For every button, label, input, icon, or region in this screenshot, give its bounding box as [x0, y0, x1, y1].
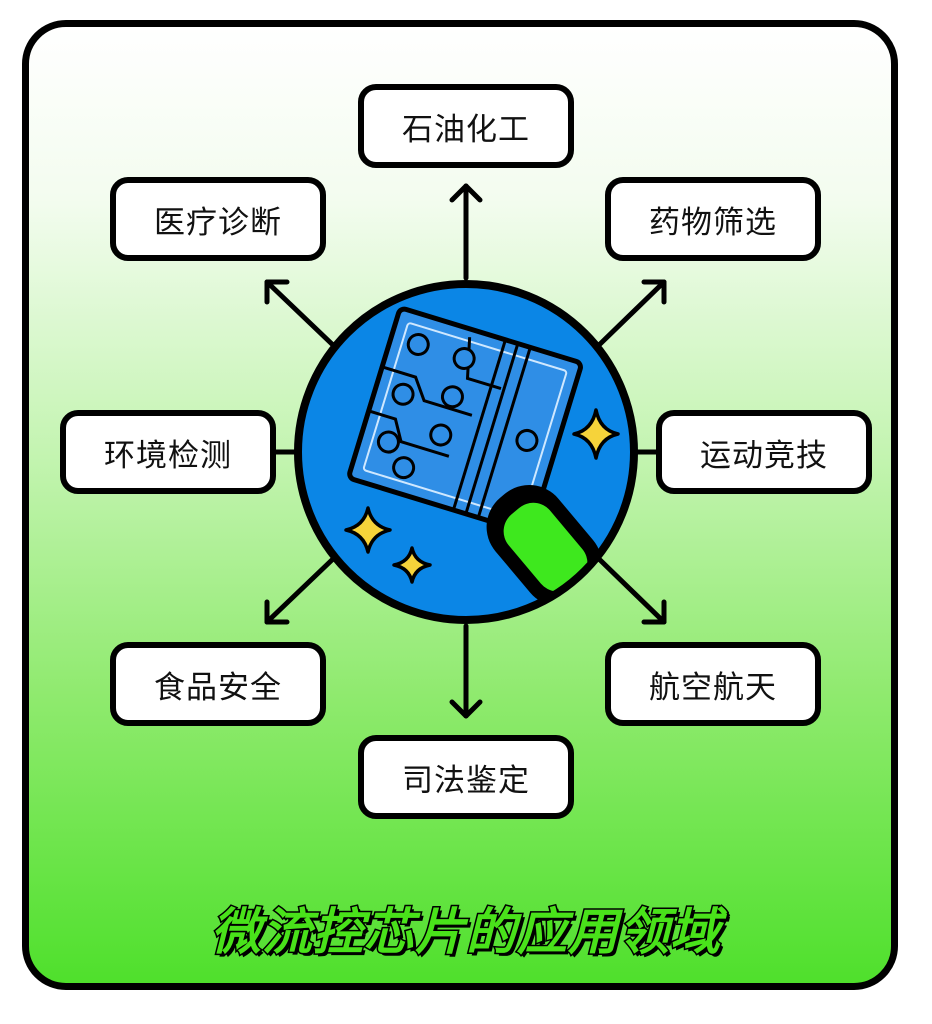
arrow-icon-bottom-right	[595, 555, 667, 625]
arrow-icon-bottom	[449, 623, 483, 719]
sparkle-icon	[344, 506, 392, 554]
node-left: 环境检测	[60, 410, 276, 494]
node-top-right: 药物筛选	[605, 177, 821, 261]
node-bottom-right: 航空航天	[605, 642, 821, 726]
arrow-icon-bottom-left	[264, 555, 337, 625]
sparkle-icon	[572, 408, 620, 460]
arrow-icon-top	[449, 183, 483, 281]
node-bottom: 司法鉴定	[358, 735, 574, 819]
node-top-left: 医疗诊断	[110, 177, 326, 261]
node-right: 运动竞技	[656, 410, 872, 494]
sparkle-icon	[392, 546, 432, 584]
diagram-title: 微流控芯片的应用领域	[210, 902, 722, 963]
arrow-icon-top-left	[264, 279, 337, 349]
microfluidic-chip-icon	[294, 280, 638, 624]
arrow-icon-top-right	[595, 279, 667, 349]
node-bottom-left: 食品安全	[110, 642, 326, 726]
node-top: 石油化工	[358, 84, 574, 168]
